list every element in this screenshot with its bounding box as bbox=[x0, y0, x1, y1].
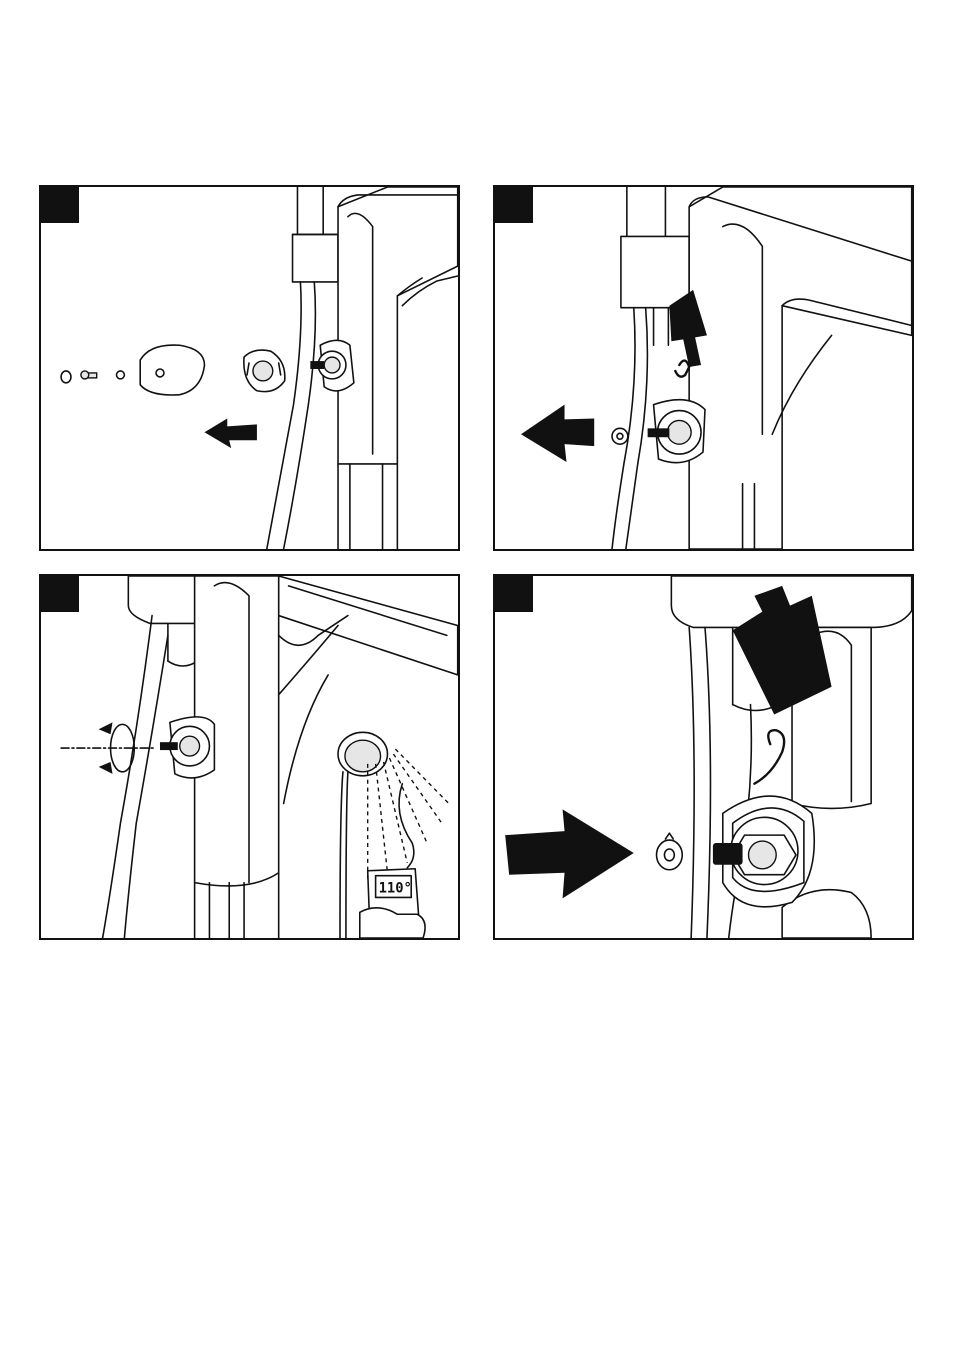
step-2-illustration bbox=[495, 187, 912, 549]
step-4-illustration bbox=[495, 576, 912, 938]
step-1-illustration bbox=[41, 187, 458, 549]
instruction-panel-1 bbox=[39, 185, 460, 551]
instruction-panel-3: 110° bbox=[39, 574, 460, 940]
step-3-illustration: 110° bbox=[41, 576, 458, 938]
thermometer-reading: 110° bbox=[379, 881, 412, 897]
instruction-panel-2 bbox=[493, 185, 914, 551]
instruction-panel-4 bbox=[493, 574, 914, 940]
